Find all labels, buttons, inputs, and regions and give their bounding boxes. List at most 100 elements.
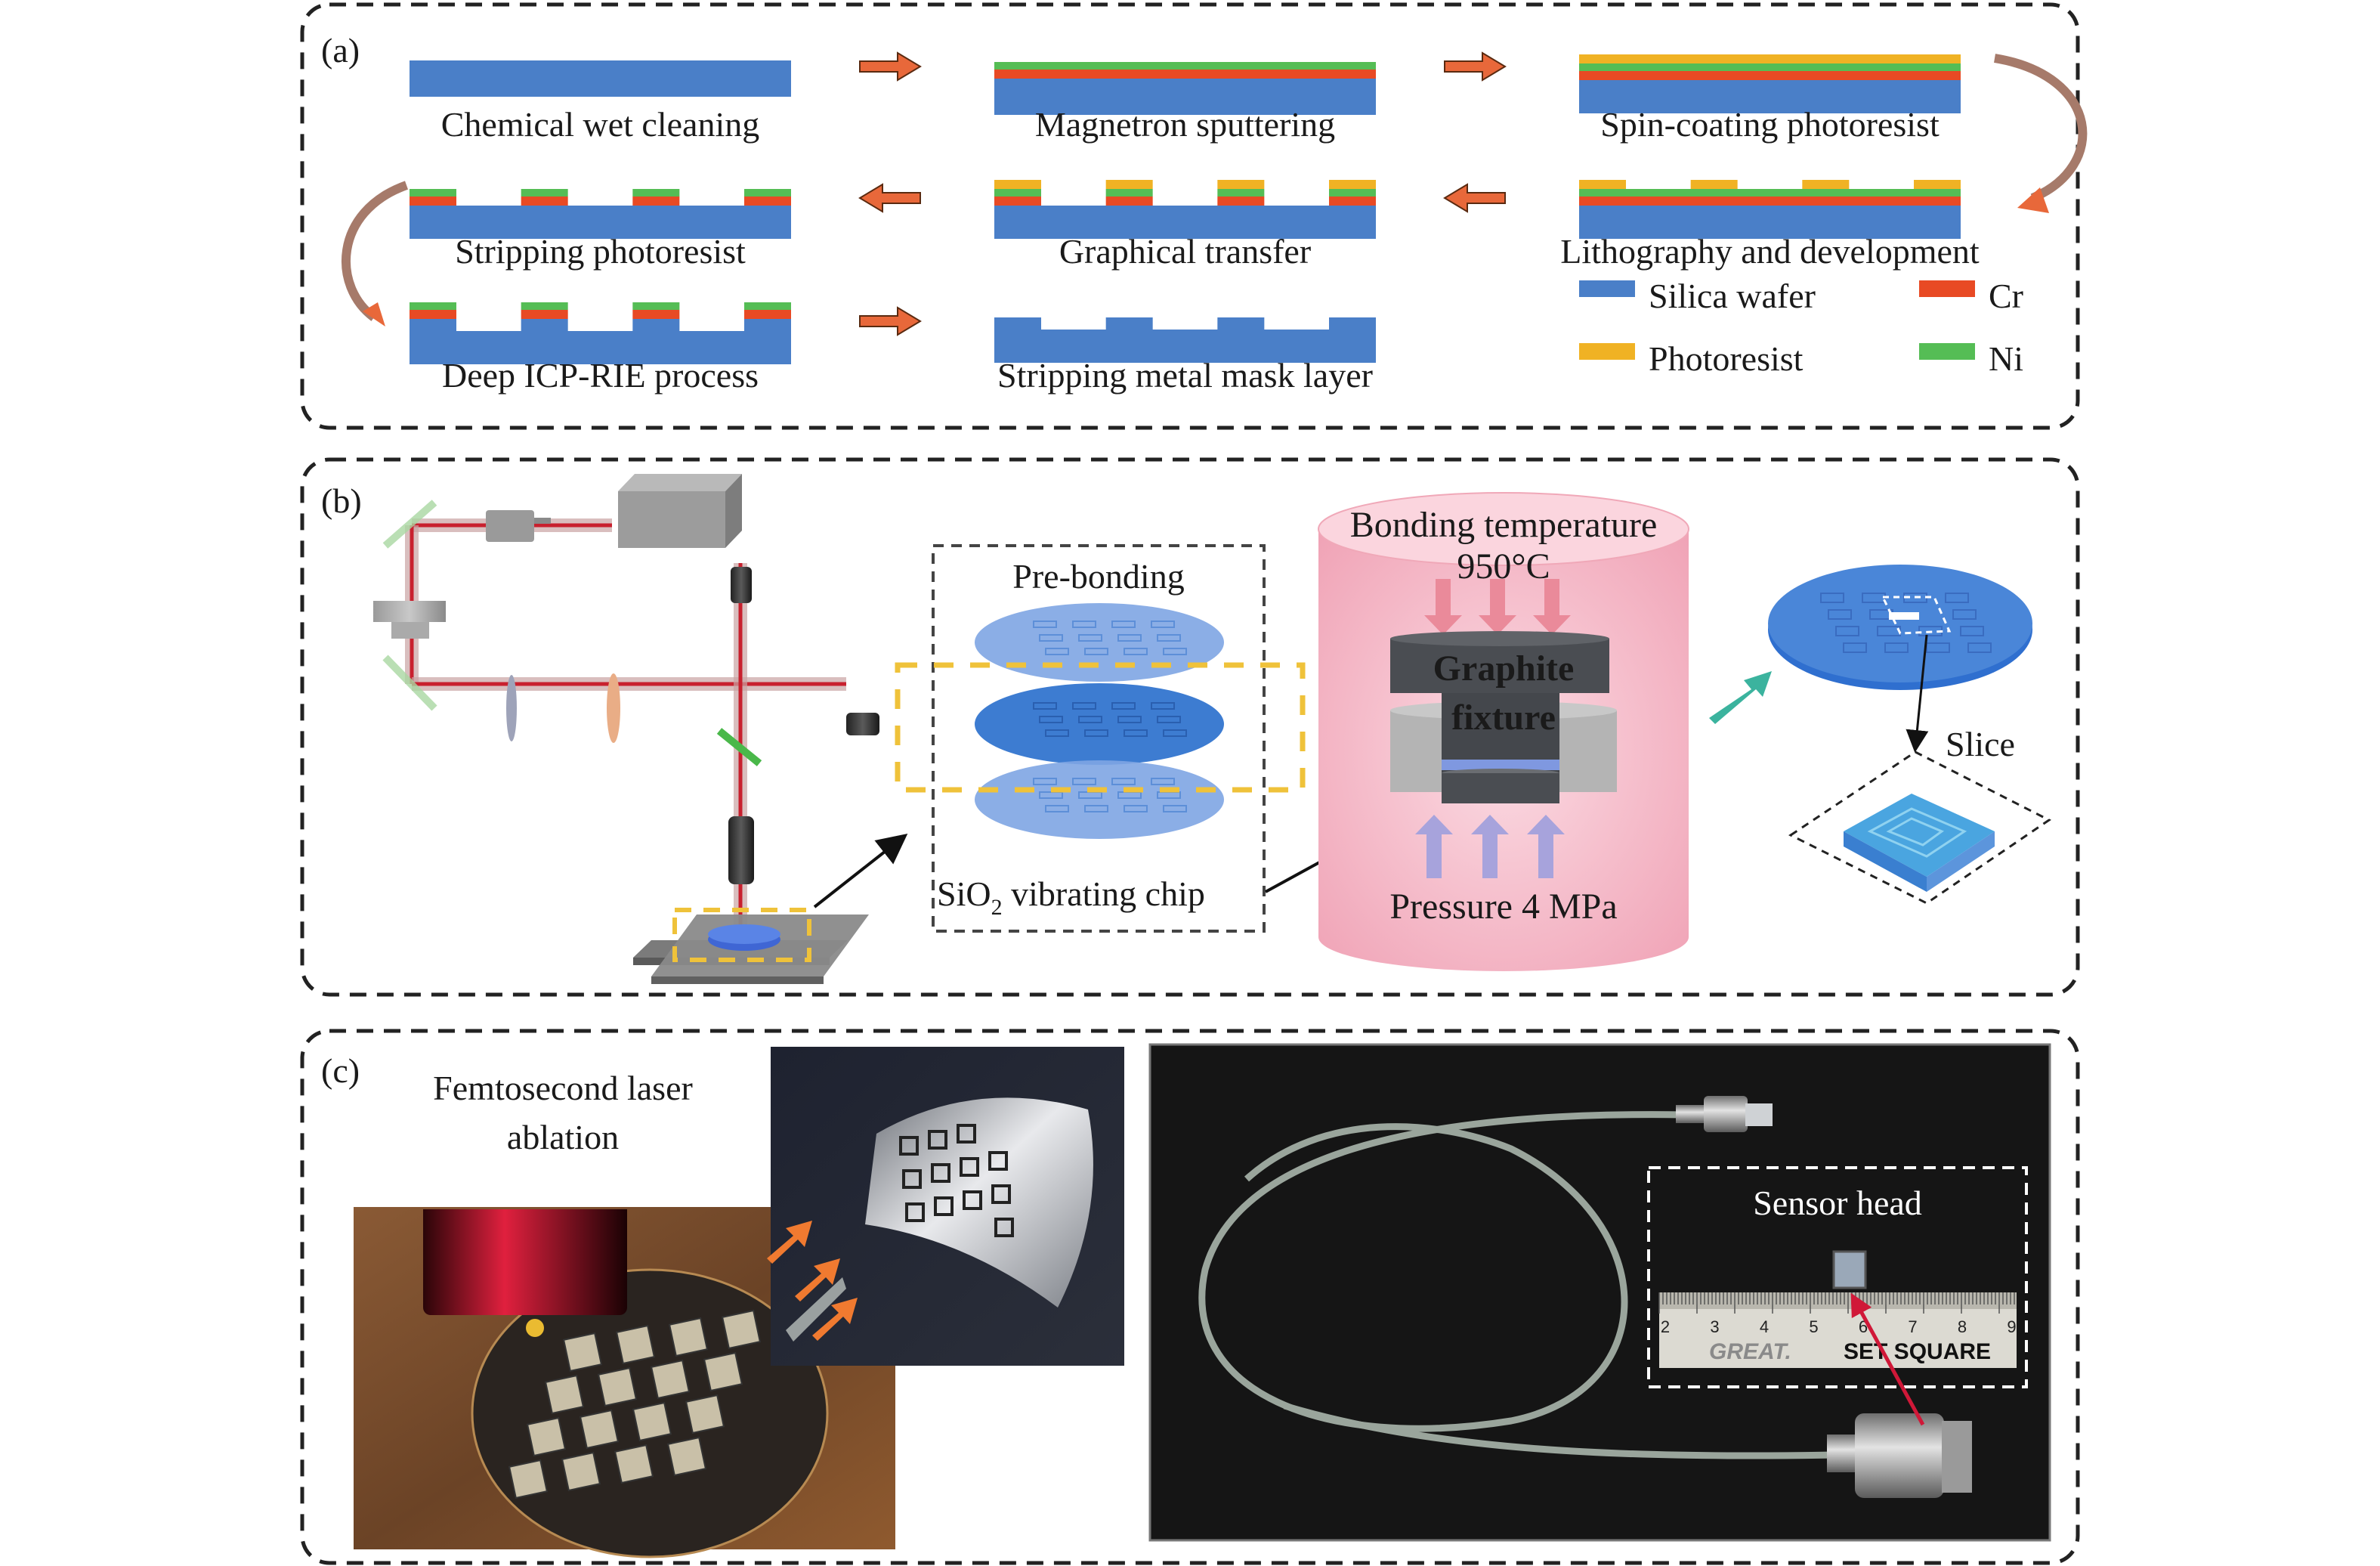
cr-layer xyxy=(994,70,1376,79)
panel-c: (c) Femtosecond laser ablation xyxy=(300,1029,2080,1565)
ni-block xyxy=(410,302,456,310)
silica-ridge xyxy=(994,317,1041,330)
wafer-cell xyxy=(1072,778,1096,785)
silica-layer xyxy=(994,330,1376,363)
wafer-cell xyxy=(1163,729,1187,737)
wafer-inset-photo xyxy=(767,1047,1124,1366)
sensor-pointer-arrow xyxy=(1850,1292,1925,1426)
photoresist-layer xyxy=(1579,54,1961,63)
sample-highlight-box xyxy=(672,908,811,962)
process-step: Lithography and development xyxy=(1560,180,1980,271)
panel-a-border xyxy=(300,2,2080,430)
slice-label: Slice xyxy=(1946,725,2015,763)
teal-arrow-icon xyxy=(1709,671,1772,724)
arrow-right-icon xyxy=(859,51,922,82)
silica-ridge xyxy=(744,319,791,331)
silica-ridge xyxy=(1217,317,1265,330)
wafer-cell xyxy=(1117,634,1142,642)
cr-block xyxy=(744,197,791,206)
bonded-cell xyxy=(1884,642,1909,653)
ablation-label-line1: Femtosecond laser xyxy=(433,1069,693,1107)
ablated-chip xyxy=(508,1459,549,1499)
ablated-chip xyxy=(703,1351,743,1392)
silica-layer xyxy=(994,206,1376,239)
inset-chip xyxy=(899,1136,919,1156)
silica-layer xyxy=(1579,80,1961,113)
wafer-cell xyxy=(1033,621,1057,628)
bonded-cell xyxy=(1945,593,1969,603)
legend-item: Silica wafer xyxy=(1579,277,1816,315)
wafer-cell xyxy=(1039,634,1063,642)
process-step: Chemical wet cleaning xyxy=(410,60,791,144)
wafer-cell xyxy=(1151,702,1175,710)
ablated-chip xyxy=(579,1409,620,1450)
ni-layer xyxy=(1579,189,1961,197)
legend-swatch xyxy=(1579,343,1635,360)
cr-block xyxy=(632,197,680,206)
ni-block xyxy=(994,189,1041,197)
laser-spot xyxy=(526,1319,544,1337)
panel-c-label: (c) xyxy=(321,1051,360,1090)
process-step-label: Lithography and development xyxy=(1560,232,1980,271)
ablated-chip xyxy=(615,1324,656,1365)
wafer-cell xyxy=(1045,729,1069,737)
ruler-number: 5 xyxy=(1809,1317,1818,1336)
focusing-lens xyxy=(607,673,620,743)
ablated-chip xyxy=(544,1374,585,1415)
cr-block xyxy=(410,310,456,319)
process-step-label: Magnetron sputtering xyxy=(1035,105,1335,144)
laser-source xyxy=(618,474,742,548)
bonded-cell xyxy=(1820,593,1844,603)
ablated-chip xyxy=(526,1416,567,1457)
arrow-right-icon xyxy=(859,306,922,336)
inset-chip xyxy=(994,1218,1014,1237)
bonded-cell xyxy=(1967,642,1992,653)
ni-block xyxy=(744,302,791,310)
pressure-arrows xyxy=(1415,815,1565,878)
ablated-chip xyxy=(666,1436,707,1477)
wafer-cell xyxy=(1072,621,1096,628)
cr-block xyxy=(410,197,456,206)
wafer-cell xyxy=(1033,702,1057,710)
ni-block xyxy=(632,189,680,197)
legend-swatch xyxy=(1579,280,1635,297)
prebonding-title: Pre-bonding xyxy=(1012,557,1184,596)
process-step: Magnetron sputtering xyxy=(994,62,1376,144)
ablated-chip xyxy=(632,1401,672,1442)
process-step-label: Chemical wet cleaning xyxy=(441,105,760,144)
cr-layer xyxy=(1579,197,1961,206)
inset-chip xyxy=(963,1190,982,1210)
wafer-cell xyxy=(1033,778,1057,785)
cr-block xyxy=(1329,197,1376,206)
sliced-chip-hole xyxy=(1889,612,1919,620)
process-step-label: Spin-coating photoresist xyxy=(1600,105,1940,144)
ruler-number: 2 xyxy=(1661,1317,1670,1336)
ni-block xyxy=(410,189,456,197)
ablated-chip xyxy=(668,1317,709,1357)
heat-arrows xyxy=(1424,579,1571,635)
orange-arrow-icon xyxy=(767,1221,812,1264)
silica-layer xyxy=(1579,206,1961,239)
ni-layer xyxy=(994,62,1376,70)
wafer-cell xyxy=(1151,621,1175,628)
sensor-head-inset-border xyxy=(1647,1166,2028,1388)
zoom-arrow-to-prebonding xyxy=(813,834,908,908)
silica-ridge xyxy=(410,319,456,331)
ruler-number: 9 xyxy=(2007,1317,2016,1336)
legend-swatch xyxy=(1919,280,1975,297)
fc-connector xyxy=(1676,1096,1773,1132)
process-step: Stripping photoresist xyxy=(410,189,791,271)
inset-chip xyxy=(928,1130,947,1150)
ruler-number: 3 xyxy=(1710,1317,1719,1336)
legend-label: Silica wafer xyxy=(1649,277,1816,315)
ruler-number: 8 xyxy=(1958,1317,1967,1336)
mirror-bottom-left xyxy=(382,655,437,711)
bonded-cell xyxy=(1960,626,1984,636)
bonded-wafer: Slice xyxy=(1768,565,2032,763)
panel-c-border xyxy=(300,1029,2080,1565)
sensor-housing xyxy=(1827,1413,1972,1498)
bonded-wafer-cells xyxy=(1820,593,1992,653)
cr-block xyxy=(1217,197,1265,206)
laser-optical-setup xyxy=(373,474,908,984)
